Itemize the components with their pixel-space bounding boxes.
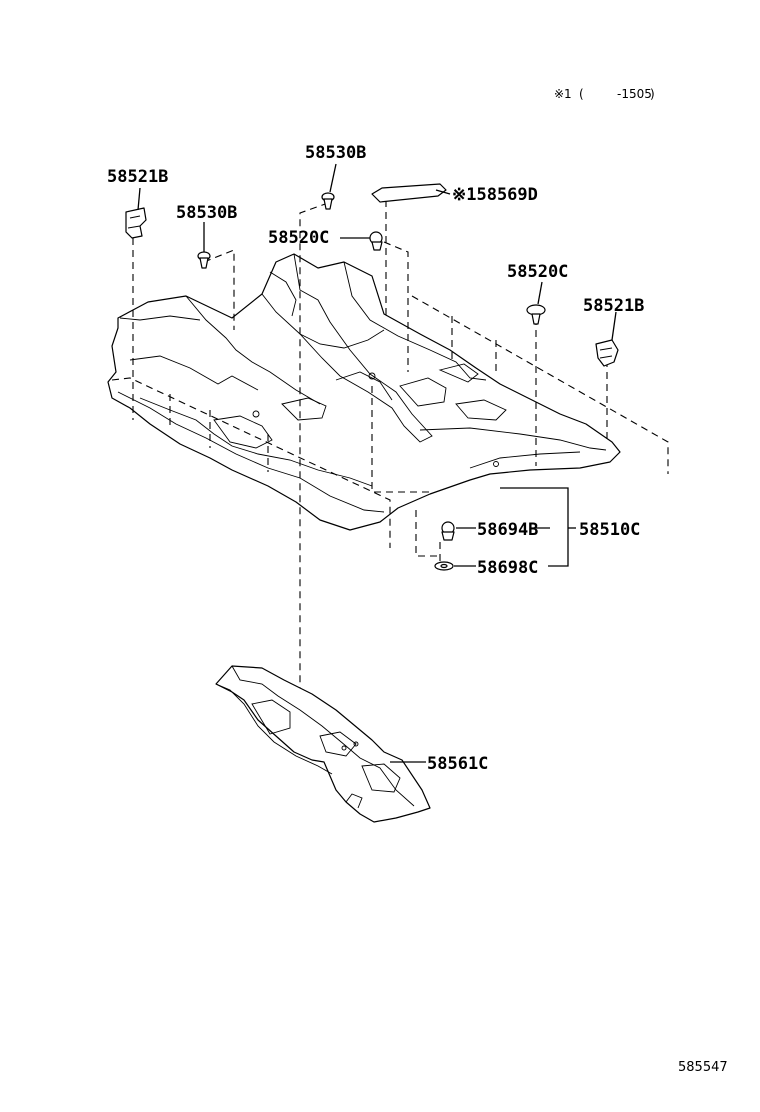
label-58694b: 58694B	[477, 520, 538, 540]
note-range: -1505	[617, 87, 652, 101]
label-58698c: 58698C	[477, 558, 538, 578]
note-mark: ※1	[554, 87, 572, 101]
washer-58698c	[434, 561, 454, 571]
dashed-guides	[111, 200, 669, 700]
label-58510c: 58510C	[579, 520, 640, 540]
note-open: (	[579, 87, 584, 101]
label-58530b-top: 58530B	[305, 143, 366, 163]
label-58530b-left: 58530B	[176, 203, 237, 223]
diagram-id: 585547	[678, 1060, 728, 1075]
label-58521b-left: 58521B	[107, 167, 168, 187]
label-58520c-right: 58520C	[507, 262, 568, 282]
label-58520c-center: 58520C	[268, 228, 329, 248]
pin-58530b-left	[197, 251, 211, 269]
note-close: )	[650, 87, 655, 101]
pad-58569d	[371, 183, 447, 203]
pin-58530b-top	[321, 192, 335, 210]
floor-carpet-assembly	[107, 253, 621, 531]
clip-58521b-left	[125, 207, 147, 239]
clip-58521b-right	[595, 339, 619, 367]
leader-lines	[137, 163, 617, 763]
nut-58694b	[441, 521, 455, 541]
clip-58520c-right	[526, 304, 546, 325]
label-58561c: 58561C	[427, 754, 488, 774]
label-58569d: ※158569D	[452, 185, 538, 205]
silencer-58561c	[215, 665, 431, 823]
label-58521b-right: 58521B	[583, 296, 644, 316]
clip-58520c-center	[369, 231, 383, 251]
